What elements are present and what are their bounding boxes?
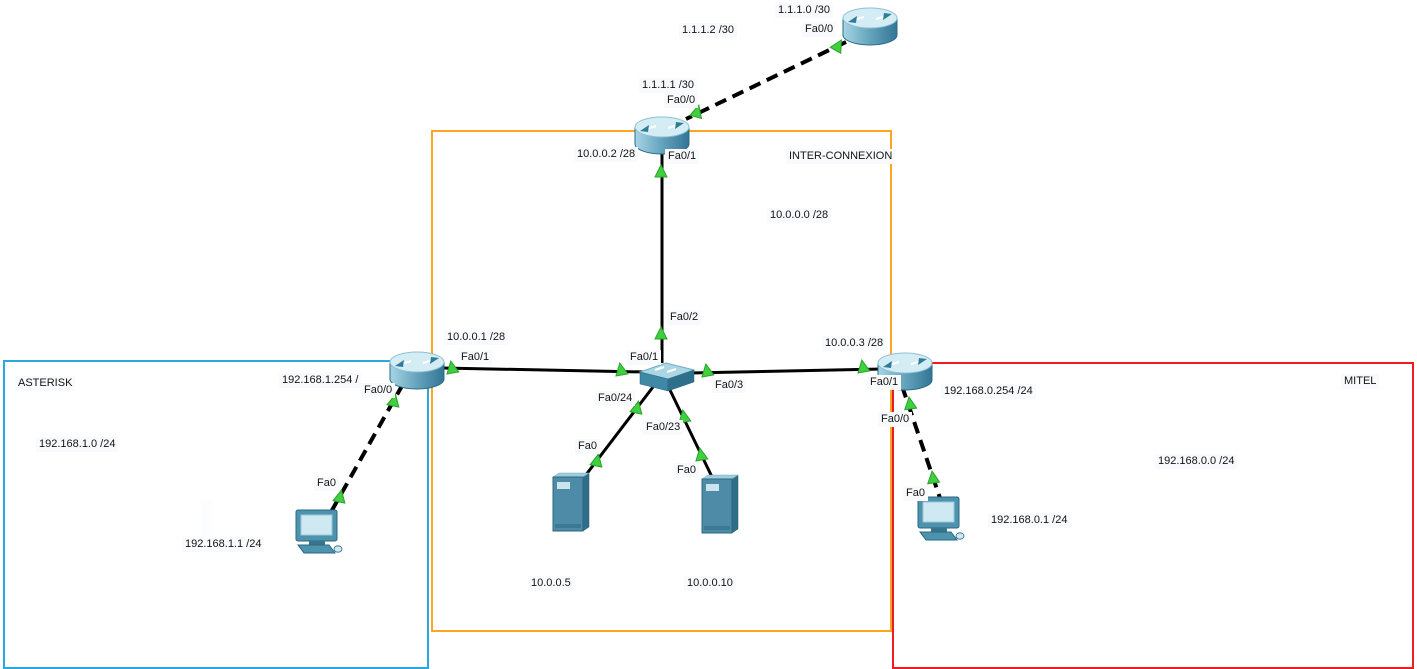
cable-asterisk-switch[interactable] (441, 366, 646, 374)
label-mitel-router-lan-port: Fa0/0 (878, 412, 913, 427)
empty-label (201, 500, 212, 538)
label-asterisk-router-wan-ip: 10.0.0.1 /28 (444, 330, 509, 345)
label-inter-network: 10.0.0.0 /28 (767, 208, 832, 223)
label-core-lan-port: Fa0/1 (665, 149, 700, 164)
link-up-icon (332, 488, 348, 504)
link-up-icon (829, 36, 848, 54)
label-asterisk-pc-port: Fa0 (314, 476, 339, 491)
label-mitel-router-wan-ip: 10.0.0.3 /28 (822, 336, 887, 351)
region-box-asterisk (3, 360, 429, 669)
device-server-2[interactable] (701, 474, 739, 534)
cables (329, 40, 943, 513)
label-region-mitel: MITEL (1341, 374, 1380, 389)
label-isp-router-port: Fa0/0 (802, 22, 837, 37)
label-asterisk-router-lan-ip: 192.168.1.254 / (279, 373, 362, 388)
label-mitel-router-wan-port: Fa0/1 (867, 375, 902, 390)
link-up-icon (699, 362, 715, 378)
device-core-switch[interactable] (639, 362, 695, 392)
link-up-icon (654, 326, 668, 340)
label-region-asterisk: ASTERISK (15, 376, 76, 391)
label-switch-port-fa02: Fa0/2 (667, 310, 702, 325)
label-switch-port-fa01: Fa0/1 (627, 350, 662, 365)
label-core-wan-port: Fa0/0 (664, 93, 699, 108)
link-up-icon (925, 469, 941, 485)
label-region-inter-connexion: INTER-CONNEXION (786, 149, 896, 164)
cable-isp-core[interactable] (685, 40, 847, 121)
label-isp-router-ip: 1.1.1.2 /30 (679, 23, 737, 38)
link-status-arrows (332, 36, 941, 504)
device-asterisk-router[interactable] (388, 350, 446, 391)
label-core-lan-ip: 10.0.0.2 /28 (574, 147, 639, 162)
label-server1-ip: 10.0.0.5 (528, 576, 574, 591)
label-server2-ip: 10.0.0.10 (684, 576, 736, 591)
cable-switch-server2[interactable] (667, 387, 715, 480)
link-up-icon (613, 361, 629, 377)
label-switch-port-fa023: Fa0/23 (643, 420, 684, 435)
link-up-icon (693, 446, 709, 462)
label-asterisk-network: 192.168.1.0 /24 (36, 437, 119, 452)
cable-switch-mitel[interactable] (689, 367, 883, 375)
device-isp-router[interactable] (841, 6, 899, 47)
label-mitel-pc-ip: 192.168.0.1 /24 (988, 513, 1071, 528)
label-asterisk-pc-ip: 192.168.1.1 /24 (182, 537, 265, 552)
label-isp-network: 1.1.1.0 /30 (775, 3, 833, 18)
label-server2-port: Fa0 (674, 463, 699, 478)
label-server1-port: Fa0 (575, 439, 600, 454)
link-up-icon (902, 395, 918, 411)
device-server-1[interactable] (552, 472, 590, 532)
label-asterisk-router-wan-port: Fa0/1 (458, 350, 493, 365)
label-mitel-pc-port: Fa0 (903, 486, 928, 501)
label-core-wan-ip: 1.1.1.1 /30 (639, 78, 697, 93)
label-switch-port-fa024: Fa0/24 (595, 391, 636, 406)
device-mitel-pc[interactable] (917, 496, 965, 541)
link-up-icon (654, 164, 668, 178)
region-box-mitel (892, 362, 1414, 669)
label-mitel-router-lan-ip: 192.168.0.254 /24 (941, 384, 1036, 399)
device-asterisk-pc[interactable] (295, 509, 343, 554)
label-asterisk-router-lan-port: Fa0/0 (361, 383, 396, 398)
label-mitel-network: 192.168.0.0 /24 (1155, 454, 1238, 469)
label-switch-port-fa03: Fa0/3 (712, 378, 747, 393)
